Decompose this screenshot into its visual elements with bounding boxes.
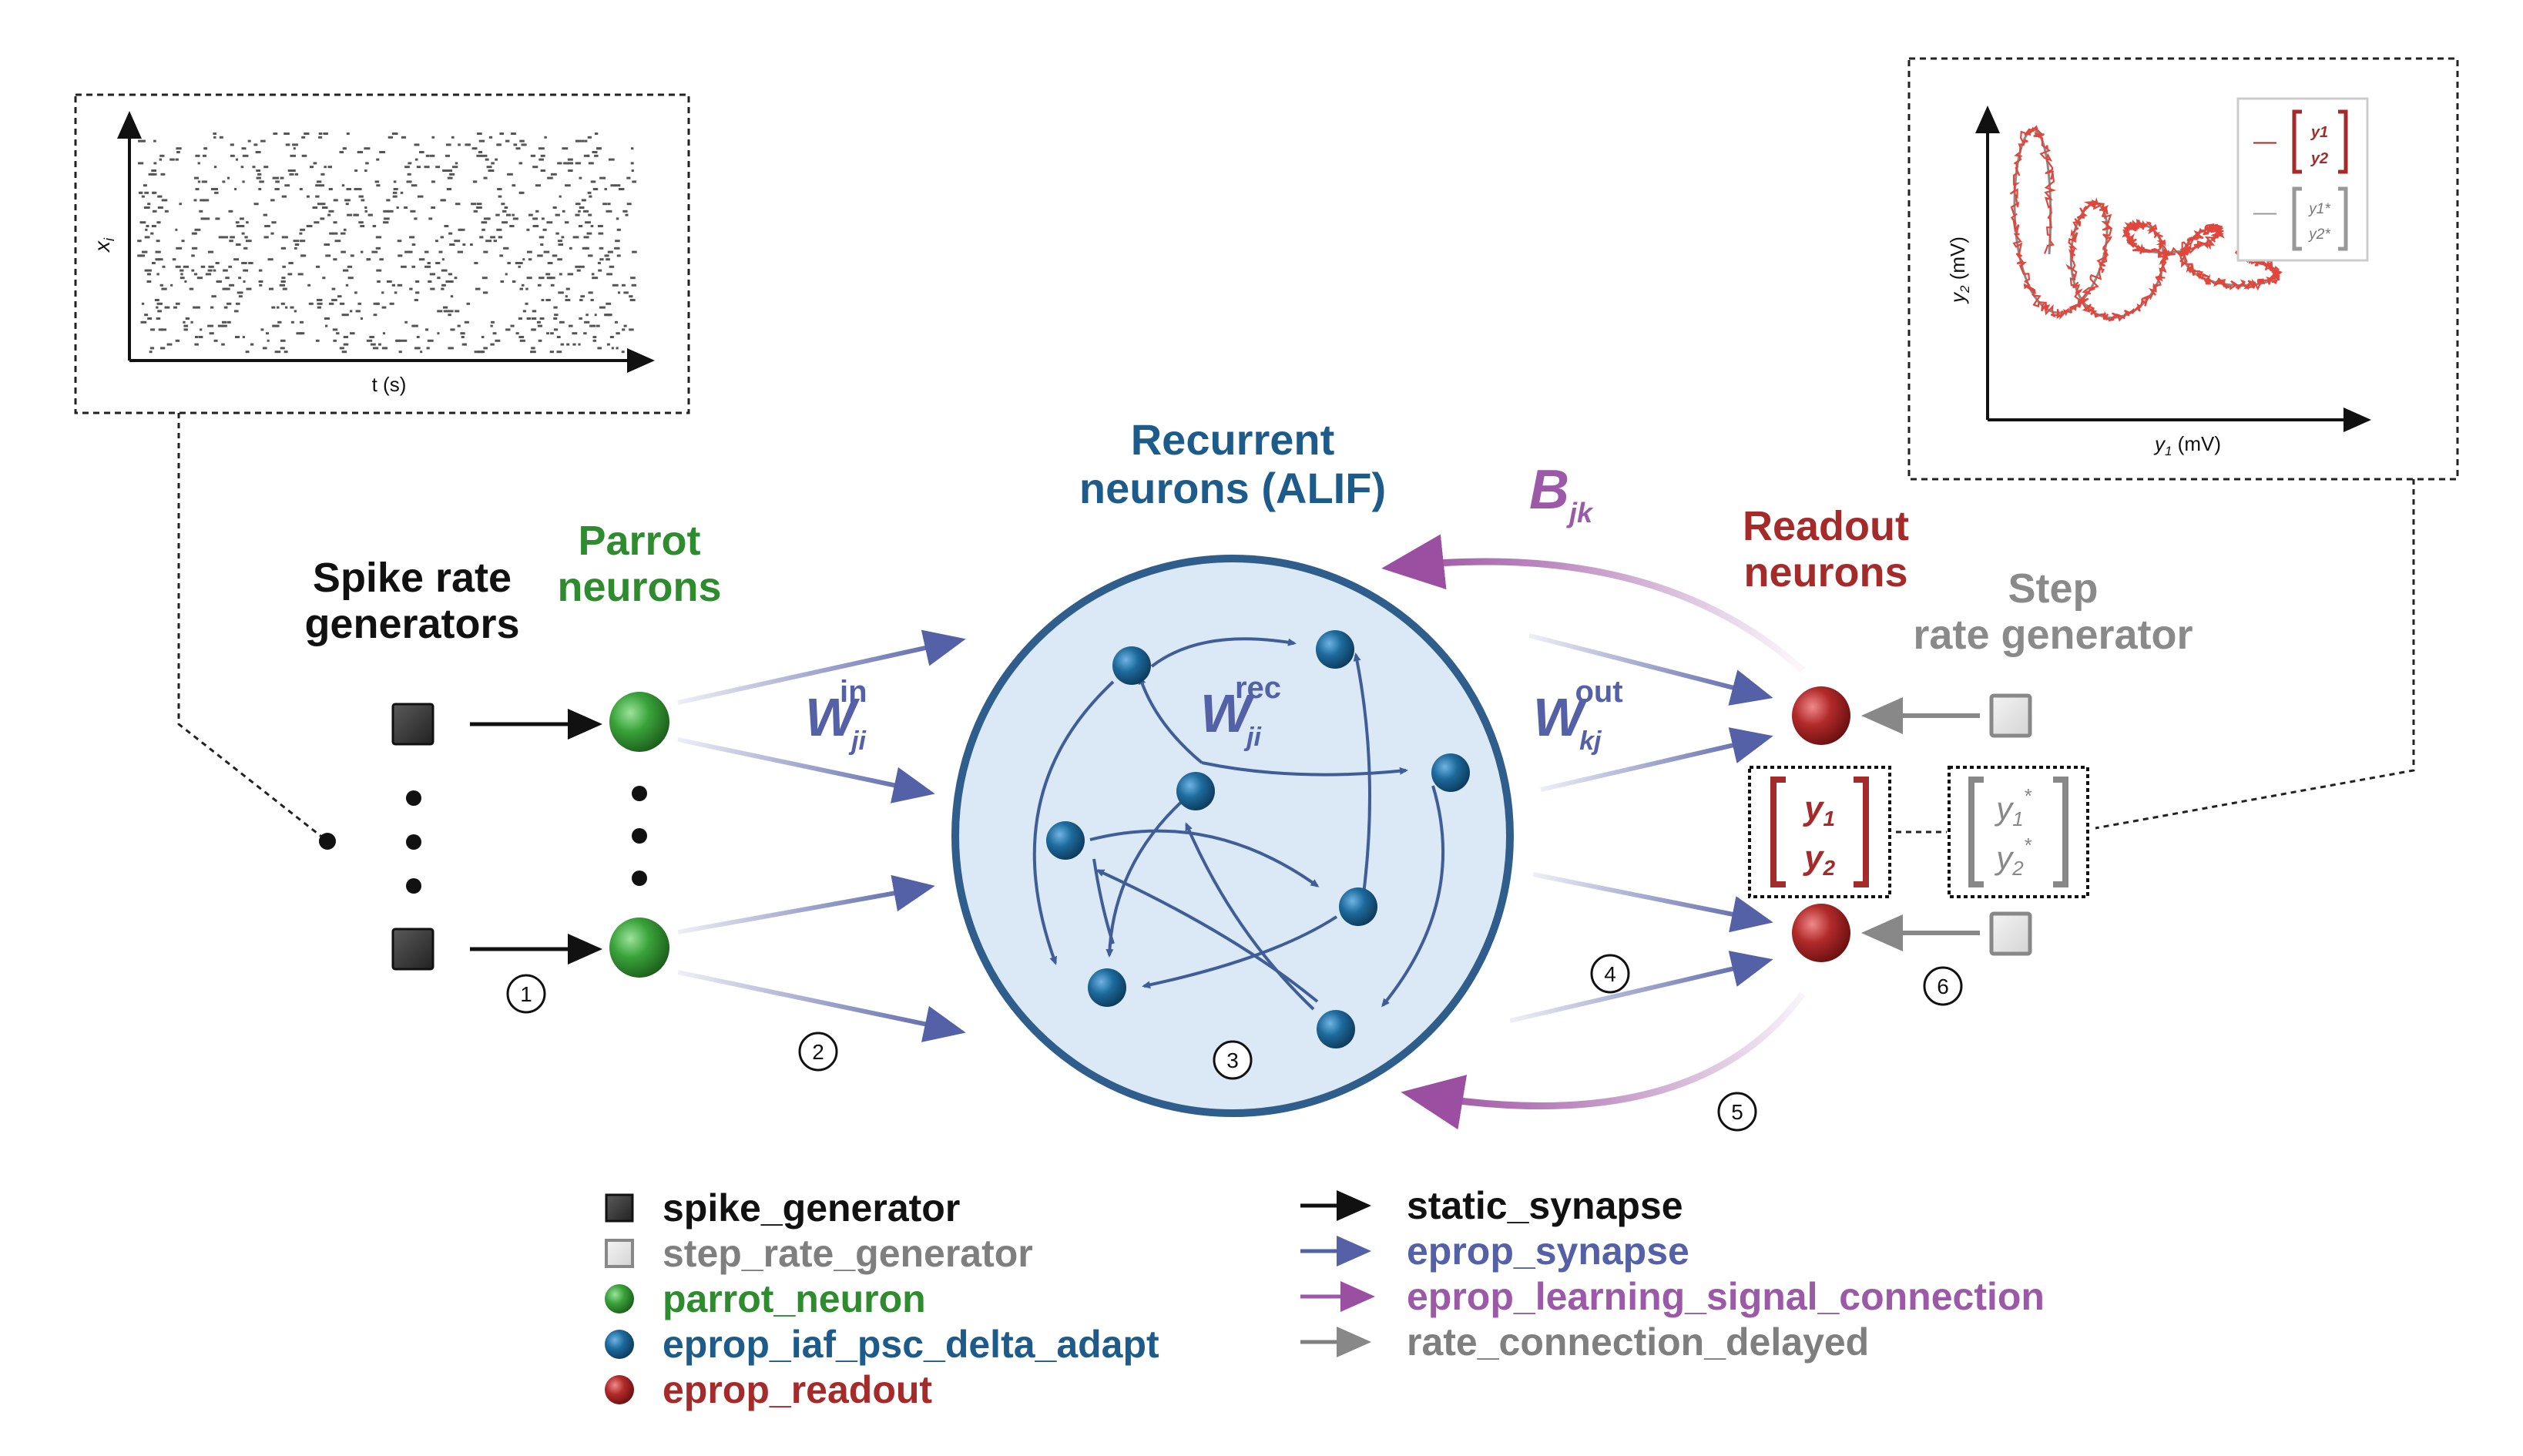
- step-markers: 1 2 3 4 5 6: [506, 954, 1963, 1132]
- trajectory-plot-inset: y1 (mV) y2 (mV) — — y1 y2 y1* y2*: [1907, 57, 2459, 830]
- trajectory-ylabel: y2 (mV): [1946, 237, 1972, 304]
- step-marker-4: [1590, 954, 1630, 994]
- recurrent-pool: [951, 555, 1514, 1117]
- output-eprop-synapses: [1509, 633, 1773, 1023]
- step-marker-5: [1717, 1092, 1757, 1132]
- spike-generators: [391, 703, 434, 971]
- recurrent-neurons: [1046, 630, 1470, 1048]
- legend-connection-label: rate_connection_delayed: [1407, 1320, 1869, 1364]
- trajectory-xlabel: y1 (mV): [2153, 432, 2221, 458]
- output-vector: y1 y2: [1748, 766, 1891, 898]
- w-out-label: Wkjout: [1533, 675, 1623, 756]
- svg-text:y1*: y1*: [1994, 784, 2031, 830]
- svg-text:y1: y1: [1803, 790, 1835, 830]
- svg-text:y2: y2: [1803, 839, 1835, 880]
- legend-node-label: eprop_iaf_psc_delta_adapt: [663, 1323, 1159, 1366]
- legend-node-label: eprop_readout: [663, 1368, 932, 1411]
- legend-connection-label: eprop_learning_signal_connection: [1407, 1275, 2045, 1318]
- step-marker-label: 2: [812, 1040, 824, 1064]
- w-rec-label: Wjirec: [1200, 671, 1281, 752]
- rate-connections-delayed: [1861, 697, 1980, 951]
- step-marker-2: [798, 1032, 838, 1072]
- raster-xlabel: t (s): [372, 373, 407, 396]
- w-in-label: Wjiin: [805, 675, 867, 756]
- legend-neuron-icon: [605, 1284, 634, 1313]
- legend-connection-label: static_synapse: [1407, 1184, 1683, 1227]
- legend-node-label: step_rate_generator: [663, 1232, 1033, 1275]
- legend-spike-generator-icon: [605, 1193, 634, 1223]
- readout-neurons: [1792, 686, 1850, 962]
- svg-text:—: —: [2253, 129, 2276, 154]
- static-synapses: [470, 709, 602, 965]
- target-vector: y1* y2*: [1948, 766, 2089, 898]
- step-marker-label: 4: [1604, 962, 1616, 986]
- step-marker-6: [1923, 966, 1963, 1006]
- learning-signal-connections: [1381, 534, 1806, 1130]
- svg-text:y1: y1: [2310, 124, 2328, 141]
- b-label: Bjk: [1529, 459, 1594, 528]
- step-marker-label: 3: [1226, 1048, 1239, 1072]
- raster-plot-inset: t (s) xi: [74, 93, 690, 850]
- step-marker-label: 1: [520, 982, 532, 1006]
- trajectory-output: [2009, 125, 2283, 322]
- step-rate-generators: [1989, 693, 2032, 956]
- recurrent-connections: [1032, 637, 1445, 1011]
- svg-text:y2: y2: [2310, 150, 2328, 167]
- input-eprop-synapses: [677, 629, 966, 1042]
- legend-connection-label: eprop_synapse: [1407, 1230, 1689, 1273]
- step-marker-label: 5: [1731, 1100, 1743, 1124]
- raster-ylabel: xi: [90, 237, 117, 253]
- svg-text:—: —: [2253, 200, 2276, 225]
- legend-connections: static_synapseeprop_synapseeprop_learnin…: [1300, 1184, 2045, 1364]
- legend-neuron-icon: [605, 1375, 634, 1404]
- step-marker-1: [506, 974, 546, 1014]
- step-marker-label: 6: [1937, 975, 1949, 998]
- legend-step-rate-generator-icon: [605, 1239, 634, 1268]
- legend-node-label: parrot_neuron: [663, 1277, 926, 1320]
- legend-node-label: spike_generator: [663, 1186, 960, 1230]
- legend-neuron-icon: [605, 1330, 634, 1359]
- step-marker-3: [1213, 1040, 1253, 1080]
- svg-text:y2*: y2*: [1994, 834, 2031, 880]
- svg-text:y1*: y1*: [2307, 201, 2330, 217]
- raster-spikes: [137, 133, 637, 354]
- parrot-neurons: [609, 692, 669, 978]
- svg-text:y2*: y2*: [2307, 226, 2330, 243]
- weight-labels: Wjiin Wjirec Wkjout Bjk: [805, 459, 1623, 756]
- legend-nodes: spike_generatorstep_rate_generatorparrot…: [605, 1186, 1159, 1411]
